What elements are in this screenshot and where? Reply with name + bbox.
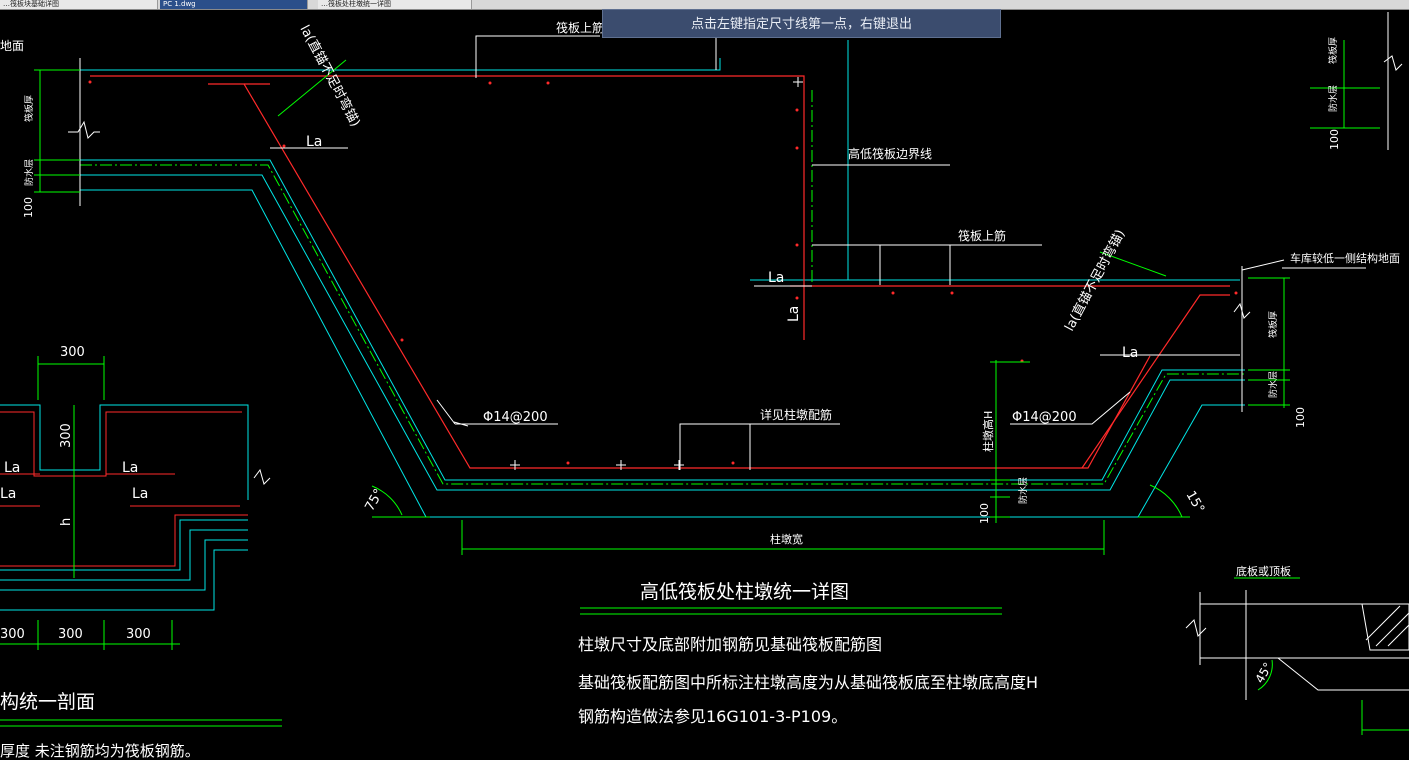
label-boundary: 高低筏板边界线 [848, 146, 932, 161]
concrete-outline [80, 40, 1245, 518]
left-la-3: La [122, 460, 138, 476]
label-raft-thickness-topright: 筏板厚 [1327, 37, 1339, 64]
label-dim-100-mid: 100 [978, 503, 991, 524]
dim-300-top: 300 [60, 345, 85, 360]
label-la-3: La [786, 306, 802, 322]
drawing-text: 筏板上筋 高低筏板边界线 筏板上筋 详见柱墩配筋 车库较低一侧结构地面 柱墩宽 … [0, 20, 1400, 760]
label-garage-side: 车库较低一侧结构地面 [1290, 251, 1400, 265]
label-detail-rebar: 详见柱墩配筋 [760, 407, 832, 422]
label-ground-left: 地面 [0, 39, 24, 53]
label-angle-right: 15° [1183, 489, 1208, 516]
label-la-4: La [1122, 345, 1138, 361]
left-section-note: 厚度 未注钢筋均为筏板钢筋。 [0, 742, 200, 760]
label-waterproof-mid: 防水层 [1017, 477, 1029, 504]
label-pier-height: 柱墩高H [981, 411, 995, 452]
top-right-partial [1383, 12, 1403, 150]
label-waterproof-topright: 防水层 [1327, 85, 1339, 112]
drawing-title: 高低筏板处柱墩统一详图 [640, 581, 849, 603]
label-waterproof-right: 防水层 [1267, 371, 1279, 398]
snap-markers [510, 77, 803, 470]
left-section-drawing [0, 356, 249, 650]
label-pier-width: 柱墩宽 [770, 532, 803, 546]
rebar-dots [88, 80, 1238, 465]
bottom-plate-detail [1185, 590, 1409, 700]
label-angle-left: 75° [362, 487, 387, 514]
tab-drawing-active[interactable]: PC 1.dwg [160, 0, 308, 9]
tab-drawing-3[interactable]: …筏板处柱墩统一详图 [318, 0, 472, 9]
label-dim-100-left: 100 [22, 197, 35, 218]
left-section-title: 构统一剖面 [0, 691, 95, 713]
label-raft-top-bar-2: 筏板上筋 [958, 228, 1006, 243]
dim-h: h [59, 518, 74, 526]
left-la-1: La [4, 460, 20, 476]
rebar-lines [90, 75, 1230, 469]
label-la-1: La [306, 134, 322, 150]
dim-bottom-3: 300 [126, 627, 151, 642]
dim-bottom-1: 300 [0, 627, 25, 642]
break-symbols [68, 120, 1251, 485]
leader-lines [79, 35, 1366, 470]
left-la-4: La [132, 486, 148, 502]
left-la-2: La [0, 486, 16, 502]
label-raft-thickness-left: 筏板厚 [23, 95, 35, 122]
dim-bottom-2: 300 [58, 627, 83, 642]
dimension-lines [0, 40, 1409, 735]
note-1: 柱墩尺寸及底部附加钢筋见基础筏板配筋图 [578, 635, 882, 654]
label-raft-top-bar-1: 筏板上筋 [556, 20, 604, 35]
label-dim-100-topright: 100 [1328, 129, 1341, 150]
label-la-2: La [768, 270, 784, 286]
command-prompt-tooltip: 点击左键指定尺寸线第一点，右键退出 [602, 9, 1001, 38]
dim-300-side: 300 [59, 423, 74, 448]
note-3: 钢筋构造做法参见16G101-3-P109。 [578, 707, 847, 726]
label-waterproof-left: 防水层 [23, 159, 35, 186]
label-bottom-plate: 底板或顶板 [1236, 564, 1291, 578]
waterproof-centerline [80, 164, 1245, 485]
label-angle-45: 45° [1252, 660, 1275, 685]
note-2: 基础筏板配筋图中所标注柱墩高度为从基础筏板底至柱墩底高度H [578, 673, 1038, 692]
label-bar-left: Φ14@200 [483, 410, 548, 425]
tab-drawing-1[interactable]: …筏板块基础详图 [0, 0, 158, 9]
label-dim-100-right: 100 [1294, 407, 1307, 428]
label-bar-right: Φ14@200 [1012, 410, 1077, 425]
label-raft-thickness-right: 筏板厚 [1267, 311, 1279, 338]
